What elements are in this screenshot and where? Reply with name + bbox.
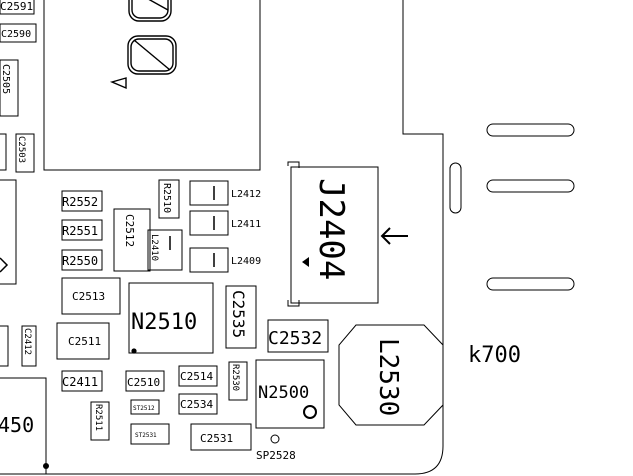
r2510-label: R2510 [161,183,172,213]
r2511-label: R2511 [93,404,103,431]
c2531-label: C2531 [200,432,233,445]
c2412-outline [21,325,37,367]
st2531-outline [130,423,170,445]
r2530-outline [228,361,248,401]
top-chip [43,0,261,171]
c2511-outline [56,322,110,360]
r2550-outline [61,249,103,271]
r2510-outline [158,179,180,219]
r2552-label: R2552 [62,195,98,209]
c2590-outline [0,23,37,43]
c2510-label: C2510 [127,376,160,389]
c2531-outline [190,423,252,451]
l2530-outline [338,324,444,426]
slot-top [486,123,575,137]
c2411-label: C2411 [62,375,98,389]
c2590-label: C2590 [1,29,31,40]
c2411-outline [61,370,103,392]
l2530-label: L2530 [373,338,403,416]
n2510-pin1 [131,348,137,354]
c2591-label: C2591 [0,0,33,13]
c2535-outline [225,285,257,349]
l2411-label: L2411 [231,219,261,230]
top-chip-marks [109,0,177,90]
c2412-label: C2412 [22,328,32,355]
c2534-outline [178,393,218,415]
j2404-tabs [287,161,300,307]
c2513-outline [61,277,121,315]
slot-vertical [449,162,462,214]
l2410-outline [147,229,183,271]
left-small-box [0,133,7,171]
l2409-outline [189,247,229,273]
c2532-label: C2532 [268,328,322,349]
c2532-outline [267,319,329,353]
board-outline [0,0,444,475]
n2510-outline [128,282,214,354]
c2505-outline [0,59,19,117]
c2514-outline [178,365,218,387]
r2551-label: R2551 [62,224,98,238]
c2534-label: C2534 [180,398,213,411]
c2513-label: C2513 [72,290,105,303]
bottom-left-chip-pin1 [43,463,49,469]
r2552-outline [61,190,103,212]
j2404-label: J2404 [311,178,351,280]
l2410-label: L2410 [149,234,159,261]
c2591-outline [0,0,35,15]
l2411-outline [189,210,229,236]
n2500-outline [255,359,325,429]
l2412-label: L2412 [231,189,261,200]
j2404-pin-marker [302,257,309,267]
r2550-label: R2550 [62,254,98,268]
left-edge-box [0,325,9,367]
j2404-outline [290,166,379,304]
l2409-label: L2409 [231,256,261,267]
r2551-outline [61,219,103,241]
sp2528-pad [270,434,280,444]
l2412-outline [189,180,229,206]
n2500-label: N2500 [258,383,309,403]
c2512-outline [113,208,151,272]
st2512-label: ST2512 [133,405,155,412]
st2531-label: ST2531 [135,432,157,439]
bottom-left-chip-label: 450 [0,413,34,437]
slot-middle [486,179,575,193]
n2510-label: N2510 [131,310,197,335]
c2505-label: C2505 [0,64,11,94]
c2511-label: C2511 [68,335,101,348]
board-title: k700 [468,343,521,368]
st2512-outline [130,399,160,415]
bottom-left-chip [0,377,47,475]
left-block-mark [0,257,9,273]
sp2528-label: SP2528 [256,449,296,462]
c2503-label: C2503 [16,136,26,163]
j2404-arrow [380,227,408,245]
r2511-outline [90,401,110,441]
c2503-outline [15,133,35,173]
c2514-label: C2514 [180,370,213,383]
c2535-label: C2535 [229,290,248,338]
n2500-pin1 [303,405,317,419]
slot-bottom [486,277,575,291]
left-block [0,179,17,285]
r2530-label: R2530 [230,364,240,391]
c2510-outline [125,370,165,392]
c2512-label: C2512 [123,214,136,247]
